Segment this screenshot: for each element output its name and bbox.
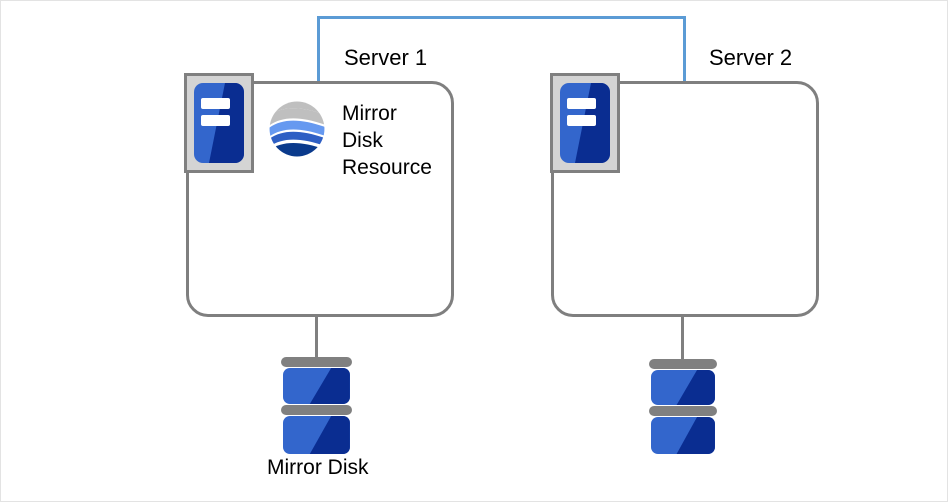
cluster-bracket-left-leg bbox=[317, 16, 320, 82]
disk-body bbox=[283, 416, 350, 454]
resource-label-line: Disk bbox=[342, 129, 383, 152]
server-slot-bar bbox=[201, 115, 230, 127]
server-2-box[interactable] bbox=[551, 81, 819, 317]
server-chassis bbox=[194, 83, 244, 163]
server-2-disk-connector bbox=[681, 315, 684, 361]
disk-body bbox=[283, 368, 350, 404]
mirror-disk-resource-globe-icon bbox=[269, 101, 325, 157]
disk-platter bbox=[281, 405, 352, 415]
server-slot-bar bbox=[201, 98, 230, 110]
server-slot-bar bbox=[567, 98, 596, 110]
server-1-disk-connector bbox=[315, 315, 318, 361]
disk-platter bbox=[649, 359, 717, 369]
cluster-bracket-horizontal bbox=[317, 16, 686, 19]
disk-body bbox=[651, 417, 715, 454]
server-1-label: Server 1 bbox=[344, 45, 428, 70]
server-2-rack-icon bbox=[550, 73, 620, 173]
disk-body bbox=[651, 370, 715, 405]
mirror-disk-2-icon bbox=[649, 359, 717, 455]
server-1-rack-icon bbox=[184, 73, 254, 173]
mirror-disk-label: Mirror Disk bbox=[267, 456, 369, 479]
server-2-label: Server 2 bbox=[709, 45, 793, 70]
cluster-bracket-right-leg bbox=[683, 16, 686, 82]
server-slot-bar bbox=[567, 115, 596, 127]
server-chassis bbox=[560, 83, 610, 163]
resource-label-line: Resource bbox=[342, 156, 432, 179]
mirror-disk-1-icon bbox=[281, 357, 352, 455]
resource-label-line: Mirror bbox=[342, 102, 397, 125]
disk-platter bbox=[281, 357, 352, 367]
disk-platter bbox=[649, 406, 717, 416]
mirror-disk-resource-label: Mirror Disk Resource bbox=[342, 100, 432, 181]
